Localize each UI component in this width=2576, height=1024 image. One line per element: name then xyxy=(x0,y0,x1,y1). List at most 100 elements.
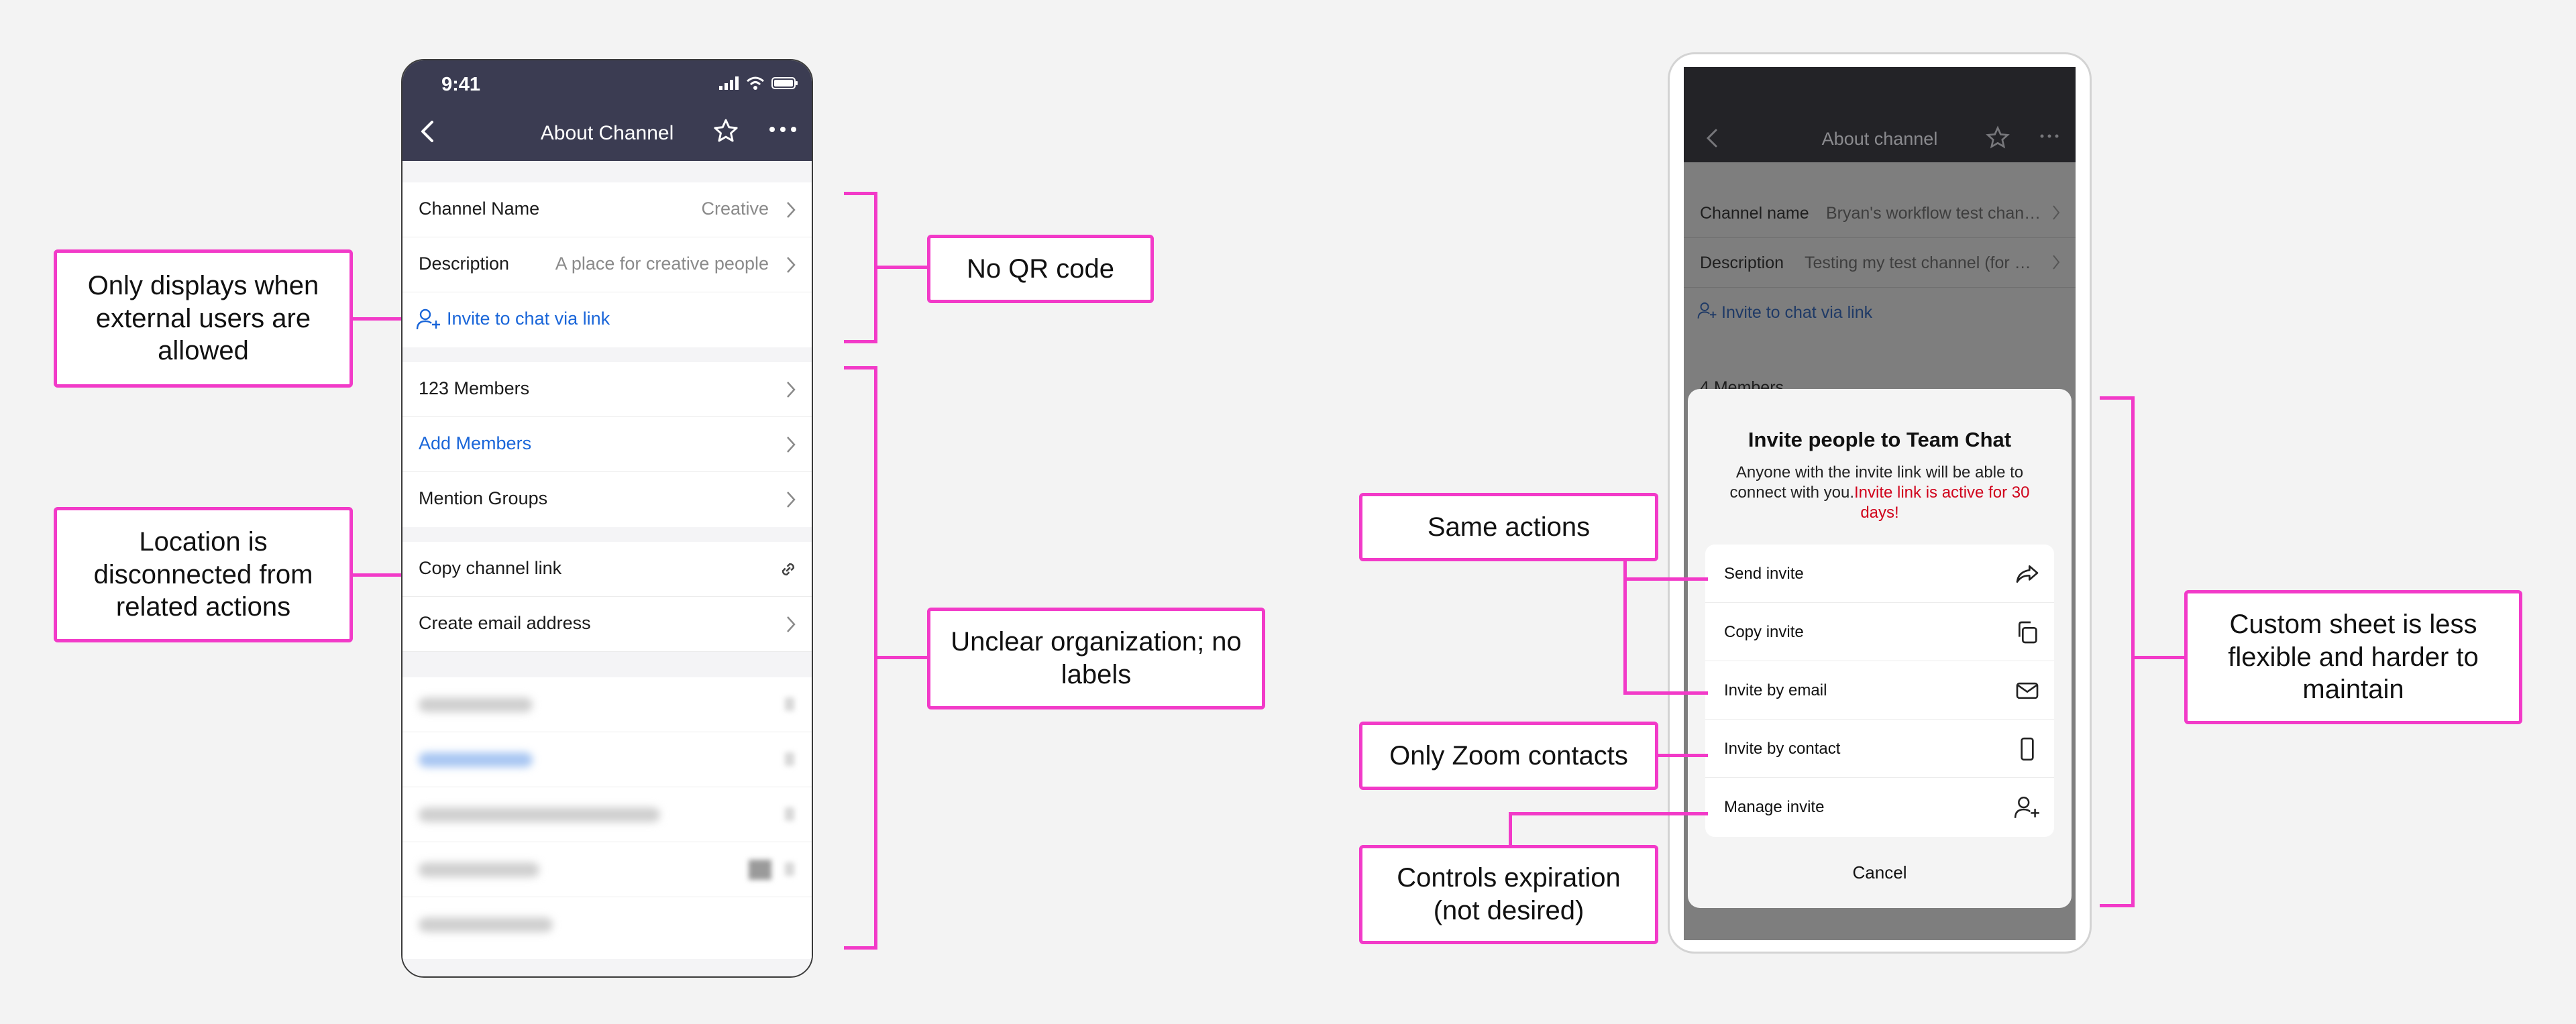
connector-line xyxy=(353,317,401,321)
connector-line xyxy=(1623,691,1708,695)
blurred-row xyxy=(402,787,812,842)
share-arrow-icon xyxy=(2016,565,2039,583)
channel-name-row[interactable]: Channel Name Creative xyxy=(402,182,812,237)
sheet-description: Anyone with the invite link will be able… xyxy=(1721,463,2038,523)
star-icon[interactable] xyxy=(1984,125,2011,152)
connector-line xyxy=(1658,754,1708,757)
callout-no-qr: No QR code xyxy=(927,235,1154,303)
back-chevron-icon[interactable] xyxy=(1704,126,1720,150)
manage-invite-label: Manage invite xyxy=(1724,798,1825,816)
members-row[interactable]: 123 Members xyxy=(402,362,812,417)
connector-line xyxy=(2131,656,2185,659)
copy-invite-action[interactable]: Copy invite xyxy=(1705,603,2054,661)
status-icons xyxy=(719,76,798,90)
connector-line xyxy=(1509,812,1708,815)
mention-groups-label: Mention Groups xyxy=(419,488,548,508)
manage-invite-action[interactable]: Manage invite xyxy=(1705,778,2054,836)
description-value: Testing my test channel (for workflows) xyxy=(1805,253,2042,272)
add-user-icon xyxy=(1697,302,1717,319)
invite-by-contact-action[interactable]: Invite by contact xyxy=(1705,720,2054,778)
add-members-label: Add Members xyxy=(419,433,532,453)
connector-line xyxy=(1623,577,1708,581)
channel-settings: Channel Name Creative Description A plac… xyxy=(402,161,812,976)
connector-line xyxy=(353,573,401,577)
blurred-section xyxy=(402,677,812,959)
chevron-right-icon xyxy=(787,437,796,453)
channel-info-section: Channel Name Creative Description A plac… xyxy=(402,182,812,347)
invite-link-label: Invite to chat via link xyxy=(1721,303,1873,322)
bracket-top xyxy=(844,366,877,369)
sheet-actions: Send invite Copy invite Invite by email xyxy=(1705,545,2054,837)
send-invite-action[interactable]: Send invite xyxy=(1705,545,2054,603)
description-label: Description xyxy=(419,253,510,274)
nav-bar: 9:41 About Channel xyxy=(402,60,812,161)
invite-by-email-action[interactable]: Invite by email xyxy=(1705,661,2054,720)
invite-sheet: Invite people to Team Chat Anyone with t… xyxy=(1688,389,2072,908)
chevron-right-icon xyxy=(787,492,796,508)
members-section: 123 Members Add Members Mention Groups xyxy=(402,362,812,527)
add-members-row[interactable]: Add Members xyxy=(402,417,812,472)
copy-invite-label: Copy invite xyxy=(1724,623,1804,641)
callout-location: Location is disconnected from related ac… xyxy=(54,507,353,642)
invite-link-row[interactable]: Invite to chat via link xyxy=(1684,287,2076,337)
description-label: Description xyxy=(1700,253,1784,272)
callout-external-users: Only displays when external users are al… xyxy=(54,249,353,388)
copy-link-label: Copy channel link xyxy=(419,558,562,578)
channel-name-row[interactable]: Channel name Bryan's workflow test chann… xyxy=(1684,188,2076,238)
connector-line xyxy=(874,266,928,269)
add-user-icon xyxy=(416,308,440,330)
chevron-right-icon xyxy=(787,616,796,632)
blurred-row xyxy=(402,897,812,952)
chevron-right-icon xyxy=(787,382,796,398)
blurred-row xyxy=(402,677,812,732)
chevron-right-icon xyxy=(787,202,796,218)
members-label: 123 Members xyxy=(419,378,530,398)
bracket-bottom xyxy=(2100,904,2135,907)
nav-bar: About channel xyxy=(1684,67,2076,162)
sheet-title: Invite people to Team Chat xyxy=(1748,428,2012,451)
blurred-row xyxy=(402,732,812,787)
back-chevron-icon[interactable] xyxy=(417,118,437,145)
connector-line xyxy=(1509,812,1512,845)
channel-name-label: Channel Name xyxy=(419,198,540,219)
channel-name-label: Channel name xyxy=(1700,204,1809,223)
phone-left: 9:41 About Channel xyxy=(401,59,813,978)
copy-link-row[interactable]: Copy channel link xyxy=(402,542,812,597)
page-title: About channel xyxy=(1821,129,1938,149)
mail-icon xyxy=(2016,682,2039,699)
connector-line xyxy=(874,656,928,659)
sheet-description-text: Anyone with the invite link will be able… xyxy=(1729,463,2024,502)
link-icon xyxy=(782,563,795,576)
bracket-bottom xyxy=(844,340,877,343)
callout-custom-sheet: Custom sheet is less flexible and harder… xyxy=(2184,590,2522,724)
mention-groups-row[interactable]: Mention Groups xyxy=(402,472,812,527)
bracket-top xyxy=(844,192,877,195)
copy-icon xyxy=(2019,621,2037,644)
chevron-right-icon xyxy=(2053,205,2060,220)
connector-line xyxy=(1623,561,1627,695)
status-time: 9:41 xyxy=(441,74,481,95)
bracket-bottom xyxy=(844,946,877,950)
channel-name-value: Creative xyxy=(701,198,769,219)
invite-link-row[interactable]: Invite to chat via link xyxy=(402,292,812,347)
phone-icon xyxy=(2021,737,2034,761)
sheet-warning: Invite link is active for 30 days! xyxy=(1854,483,2030,522)
more-icon[interactable] xyxy=(2039,133,2059,139)
callout-unclear: Unclear organization; no labels xyxy=(927,608,1265,709)
link-section: Copy channel link Create email address xyxy=(402,542,812,652)
description-row[interactable]: Description A place for creative people xyxy=(402,237,812,292)
bracket-vertical xyxy=(2131,396,2135,907)
bracket-top xyxy=(2100,396,2135,400)
signal-icon xyxy=(719,76,739,90)
add-user-icon xyxy=(2014,797,2039,818)
callout-same-actions: Same actions xyxy=(1359,493,1658,561)
blurred-row xyxy=(402,842,812,897)
phone-right-screen: About channel Channel name Bryan's workf… xyxy=(1684,67,2076,940)
cancel-button[interactable]: Cancel xyxy=(1852,862,1907,883)
channel-name-value: Bryan's workflow test channel xyxy=(1826,204,2042,223)
create-email-row[interactable]: Create email address xyxy=(402,597,812,652)
chevron-right-icon xyxy=(787,257,796,273)
more-icon[interactable] xyxy=(768,125,798,134)
star-icon[interactable] xyxy=(711,117,741,146)
description-row[interactable]: Description Testing my test channel (for… xyxy=(1684,237,2076,288)
